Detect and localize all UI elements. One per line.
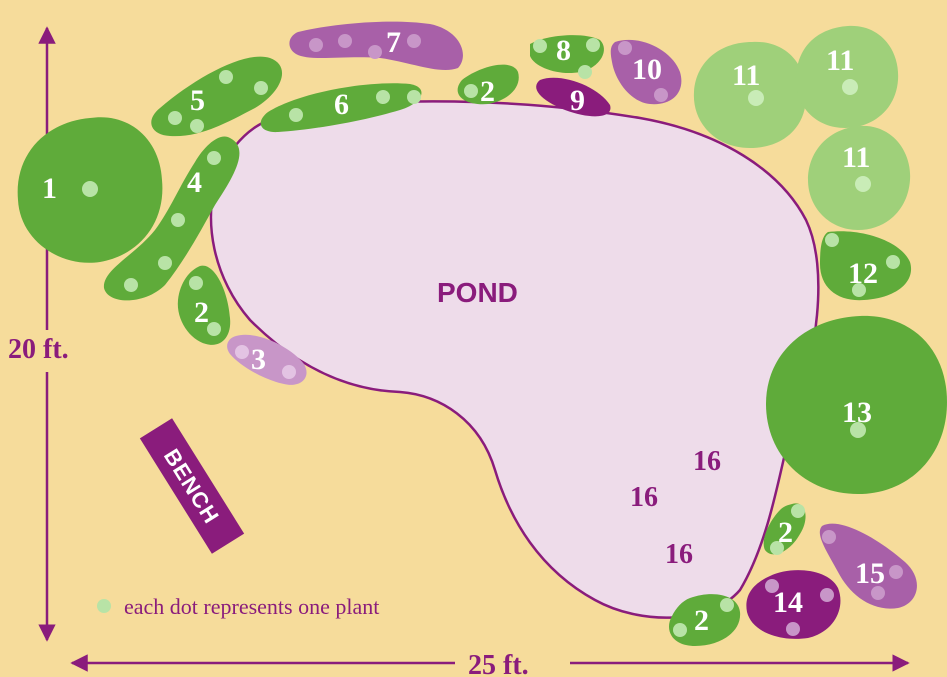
plant-dot	[822, 530, 836, 544]
bed-10	[610, 39, 682, 105]
pond-plant-16-c: 16	[665, 539, 693, 570]
plant-dot	[586, 38, 600, 52]
plant-dot	[158, 256, 172, 270]
plant-dot	[820, 588, 834, 602]
height-label: 20 ft.	[8, 334, 69, 365]
plant-dot	[578, 65, 592, 79]
plant-dot	[189, 276, 203, 290]
plant-dot	[168, 111, 182, 125]
plant-dot	[368, 45, 382, 59]
plant-dot	[720, 598, 734, 612]
legend-text: each dot represents one plant	[124, 594, 379, 619]
bed-3-number: 3	[251, 343, 266, 376]
bed-9	[536, 77, 611, 117]
plant-dot	[852, 283, 866, 297]
plant-dot	[338, 34, 352, 48]
plant-dot	[770, 541, 784, 555]
bed-6-number: 6	[334, 88, 349, 121]
bed-2-top-number: 2	[480, 75, 495, 108]
bed-11-right-number: 11	[826, 44, 854, 77]
bed-5	[151, 56, 283, 137]
plant-dot	[850, 422, 866, 438]
bed-13-number: 13	[842, 396, 872, 429]
plant-dot	[190, 119, 204, 133]
pond-plant-16-b: 16	[630, 482, 658, 513]
bed-2-right-number: 2	[778, 516, 793, 549]
bed-2-left-number: 2	[194, 296, 209, 329]
plant-dot	[254, 81, 268, 95]
plant-dot	[207, 322, 221, 336]
bed-12-number: 12	[848, 257, 878, 290]
pond-label: POND	[437, 277, 518, 308]
plant-dot	[673, 623, 687, 637]
bed-11-right	[795, 25, 899, 128]
plant-dot	[282, 365, 296, 379]
plant-dot	[464, 84, 478, 98]
plant-dot	[82, 181, 98, 197]
plant-dot	[309, 38, 323, 52]
plant-dot	[791, 504, 805, 518]
pond	[209, 100, 820, 619]
bed-15	[819, 523, 917, 609]
plant-dot	[219, 70, 233, 84]
plant-dot	[124, 278, 138, 292]
plant-dot	[376, 90, 390, 104]
bed-11-lower-number: 11	[842, 141, 870, 174]
plant-dot	[533, 39, 547, 53]
bed-7-number: 7	[386, 26, 401, 59]
bed-13	[766, 315, 947, 494]
plant-dot	[171, 213, 185, 227]
bench-rect	[139, 418, 245, 554]
bed-11-left-number: 11	[732, 59, 760, 92]
bed-12	[820, 231, 912, 301]
plant-dot	[842, 79, 858, 95]
plant-dot	[654, 88, 668, 102]
bed-1-number: 1	[42, 172, 57, 205]
legend-dot	[97, 599, 111, 613]
bed-5-number: 5	[190, 84, 205, 117]
plant-dot	[235, 345, 249, 359]
plant-dot	[855, 176, 871, 192]
bench: BENCH	[139, 418, 245, 554]
plant-dot	[765, 579, 779, 593]
plant-dot	[407, 90, 421, 104]
width-label: 25 ft.	[468, 650, 529, 677]
plant-dot	[407, 34, 421, 48]
bed-15-number: 15	[855, 557, 885, 590]
plant-dot	[871, 586, 885, 600]
plant-dot	[889, 565, 903, 579]
plant-dot	[825, 233, 839, 247]
plant-dot	[748, 90, 764, 106]
plant-dot	[207, 151, 221, 165]
bed-8	[530, 35, 604, 74]
plant-dot	[289, 108, 303, 122]
pond-plant-16-a: 16	[693, 446, 721, 477]
bed-2-bottom-number: 2	[694, 604, 709, 637]
bed-8-number: 8	[556, 34, 571, 67]
plant-dot	[886, 255, 900, 269]
bed-9-number: 9	[570, 84, 585, 117]
bed-4-number: 4	[187, 166, 202, 199]
bed-10-number: 10	[632, 53, 662, 86]
plant-dot	[618, 41, 632, 55]
plant-dot	[786, 622, 800, 636]
bed-14-number: 14	[773, 586, 803, 619]
